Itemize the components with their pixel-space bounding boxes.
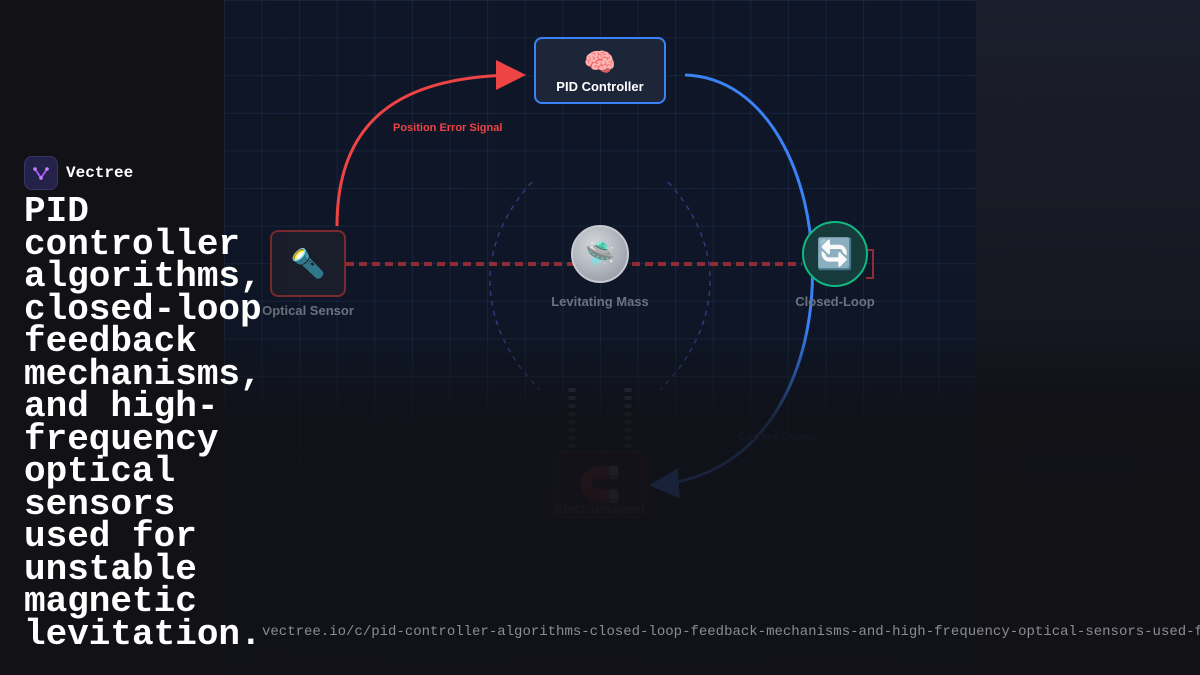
loop-arrows-icon: 🔄	[816, 237, 854, 271]
page-url[interactable]: vectree.io/c/pid-controller-algorithms-c…	[262, 624, 1200, 640]
levitation-field-arc-right	[659, 181, 711, 391]
brain-icon: 🧠	[583, 47, 617, 77]
pid-controller-label: PID Controller	[556, 79, 644, 94]
error-signal-label: Position Error Signal	[393, 122, 503, 134]
vectree-logo-icon	[24, 156, 58, 190]
page-title: PID controller algorithms, closed-loop f…	[24, 191, 262, 655]
optical-sensor-node[interactable]: 🔦	[270, 230, 346, 297]
brand-name: Vectree	[66, 164, 134, 182]
current-output-edge	[649, 73, 814, 499]
closed-loop-label: Closed-Loop	[795, 294, 875, 309]
flashlight-icon: 🔦	[290, 248, 326, 279]
closed-loop-node[interactable]: 🔄	[802, 221, 868, 287]
pid-controller-node[interactable]: 🧠 PID Controller	[534, 37, 666, 104]
error-signal-edge	[335, 60, 526, 227]
levitating-mass-label: Levitating Mass	[551, 294, 649, 309]
current-output-label: Current Output	[738, 431, 817, 443]
magnet-icon: 🧲	[578, 466, 622, 504]
levitating-mass-node[interactable]: 🛸	[571, 225, 629, 283]
brand[interactable]: Vectree	[24, 156, 133, 190]
electromagnet-label: Electromagnet	[554, 501, 646, 516]
ufo-icon: 🛸	[585, 240, 615, 268]
levitation-field-arc-left	[489, 181, 541, 391]
